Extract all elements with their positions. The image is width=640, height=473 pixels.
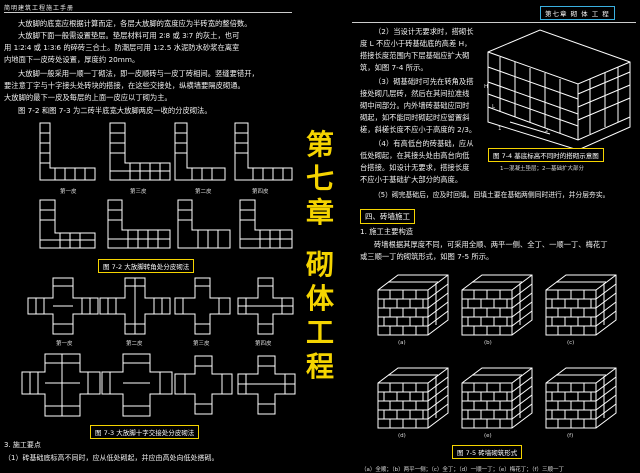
right-paragraph: （2）当设计无要求时，搭砌长	[374, 27, 474, 36]
right-paragraph: 砌中间部分。内外墙砖基础应同时	[360, 101, 470, 110]
chapter-title-char: 章	[305, 196, 334, 229]
fig75-sub-label: (d)	[398, 433, 406, 439]
figure-7-3-caption: 图 7-3 大放脚十字交接处分皮砌法	[90, 425, 200, 439]
chapter-title-char: 程	[305, 350, 334, 383]
right-paragraph: 槎，斜槎长度不应小于高度的 2/3。	[360, 125, 477, 134]
figure-7-5-legend: （a）全顺；（b）两平一侧；（c）全丁；（d）一顺一丁；（e）梅花丁；（f）三顺…	[361, 467, 564, 473]
left-paragraph: 大放脚的底宽应根据计算而定，各层大放脚的宽度应为半砖宽的整倍数。	[18, 19, 252, 28]
fig75-sub-label: (f)	[567, 433, 574, 439]
chapter-title-char: 七	[305, 162, 334, 195]
chapter-title-gap	[300, 230, 340, 248]
fig72-sub-label: 第二皮	[195, 189, 212, 195]
figure-7-5-drawing	[377, 274, 617, 429]
fig73-sub-label: 第三皮	[193, 341, 210, 347]
chapter-title-char: 第	[305, 128, 334, 161]
right-paragraph-5: （5）砌完基础后，应及时回填。回填土要在基础两侧同时进行，并分层夯实。	[374, 191, 610, 199]
fig74-marker: H	[484, 84, 489, 90]
chapter-tag: 第七章 砌 体 工 程	[540, 6, 615, 20]
fig73-sub-label: 第二皮	[126, 341, 143, 347]
figure-7-2-drawing	[39, 122, 293, 249]
left-paragraph: 内地面下一皮砖处设置，厚度约 20mm。	[4, 55, 140, 64]
right-paragraph: 低处砌起，在其接头处由高台向低	[360, 151, 470, 160]
fig75-sub-label: (e)	[484, 433, 492, 439]
figure-7-4-legend: 1—混凝土垫层；2—基础扩大部分	[500, 166, 584, 172]
fig74-marker: 1	[498, 126, 502, 132]
section-4-text: 砖墙根据其厚度不同，可采用全顺、两平一侧、全丁、一顺一丁、梅花丁	[374, 240, 608, 249]
section-4-text: 或三顺一丁的砌筑形式，如图 7-5 所示。	[360, 252, 494, 261]
fig72-sub-label: 第一皮	[60, 189, 77, 195]
left-paragraph: 要注意丁字与十字接头处砖块的搭接，在这些交接处，纵横墙要隔皮砌通。	[4, 81, 245, 90]
right-paragraph: 不应小于基础扩大部分的高度。	[360, 175, 463, 184]
fig72-sub-label: 第四皮	[252, 189, 269, 195]
fig74-marker: L	[492, 104, 496, 110]
header-rule-left	[4, 12, 292, 13]
left-paragraph: 大放脚的最下一皮及每层的上面一皮应以丁砌为主。	[4, 93, 172, 102]
right-paragraph: （4）有高低台的砖基础，应从	[374, 139, 474, 148]
right-paragraph: 台搭接。如设计无要求，搭接长度	[360, 163, 470, 172]
book-title: 简明建筑工程施工手册	[4, 5, 75, 12]
fig73-sub-label: 第四皮	[255, 341, 272, 347]
chapter-title-char: 工	[305, 316, 334, 349]
right-paragraph: （3）砌基础时可先在转角及搭	[374, 77, 474, 86]
right-paragraph: 度 L 不应小于砖基础底的高差 H，	[360, 39, 472, 48]
left-paragraph: 用 1∶2∶4 或 1∶3∶6 的碎砖三合土。防潮层可用 1∶2.5 水泥防水砂…	[4, 43, 240, 52]
figure-7-5-caption: 图 7-5 砖墙砌筑形式	[452, 445, 523, 459]
header-rule-right	[352, 22, 636, 23]
fig75-sub-label: (a)	[398, 340, 406, 346]
section-3-item-1: （1）砖基础底标高不同时，应从低处砌起，并应由高处向低处搭砌。	[4, 454, 219, 462]
chapter-title-char: 砌	[305, 248, 334, 281]
figure-7-4-caption: 图 7-4 基底标高不同时的搭砌示意图	[488, 148, 604, 162]
fig73-sub-label: 第一皮	[56, 341, 73, 347]
chapter-title-char: 体	[305, 282, 334, 315]
figure-7-4-drawing	[487, 29, 631, 150]
chapter-title: 第 七 章 砌 体 工 程	[300, 128, 340, 384]
right-paragraph: 接处砌几层砖，然后在其间拉准线	[360, 89, 470, 98]
section-4-subtitle: 1. 施工主要构造	[360, 227, 414, 236]
right-paragraph: 筑，如图 7-4 所示。	[360, 63, 428, 72]
left-paragraph: 大放脚一般采用一顺一丁砌法，即一皮顺砖与一皮丁砖相间。竖缝要错开，	[18, 69, 259, 78]
left-paragraph: 图 7-2 和图 7-3 为二砖半底宽大放脚两皮一收的分皮砌法。	[18, 106, 212, 115]
figure-7-2-caption: 图 7-2 大放脚转角处分皮砌法	[98, 259, 195, 273]
fig74-marker: 2	[545, 128, 549, 134]
fig72-sub-label: 第三皮	[130, 189, 147, 195]
section-3-title: 3. 施工要点	[4, 441, 41, 449]
right-paragraph: 搭接长度范围内下层基础应扩大砌	[360, 51, 470, 60]
right-paragraph: 砌起，如不能同时砌起时应留置斜	[360, 113, 470, 122]
left-paragraph: 大放脚下面一般需设置垫层。垫层材料可用 2∶8 或 3∶7 的灰土，也可	[18, 31, 240, 40]
section-4-title: 四、砖墙施工	[360, 209, 415, 224]
fig75-sub-label: (b)	[484, 340, 492, 346]
figure-7-3-drawing	[21, 277, 296, 417]
fig75-sub-label: (c)	[567, 340, 575, 346]
